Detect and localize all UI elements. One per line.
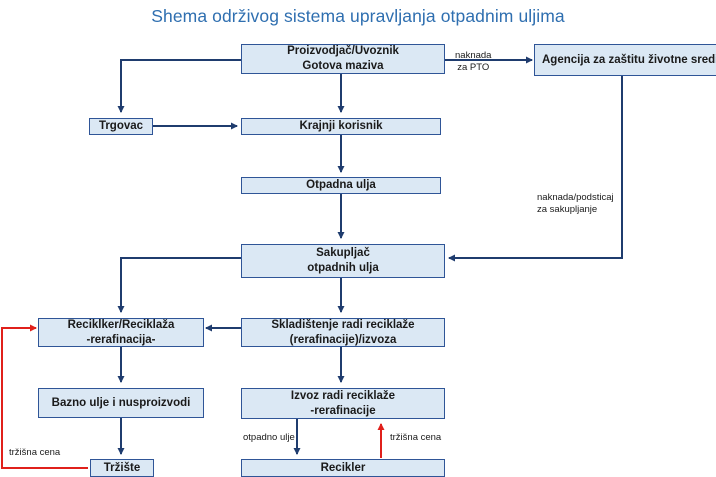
- node-producer: Proizvodjač/Uvoznik Gotova maziva: [241, 44, 445, 74]
- node-waste-oil: Otpadna ulja: [241, 177, 441, 194]
- label-fee-subsidy-line1: naknada/podsticaj: [537, 192, 614, 203]
- node-market-line1: Tržište: [103, 461, 141, 474]
- arrow-market-price-left: [1, 324, 88, 469]
- label-fee-subsidy-line2: za sakupljanje: [537, 204, 598, 215]
- node-recycler-line1: Recikler: [320, 461, 366, 474]
- node-recycler-refining-line1: Reciklker/Reciklaža: [67, 318, 175, 331]
- label-fee-pto-line1: naknada: [455, 50, 492, 61]
- arrow-collector-to-recycler-refining: [117, 257, 241, 313]
- label-market-price-left-text: tržišna cena: [9, 447, 61, 458]
- node-export-line1: Izvoz radi reciklaže: [290, 389, 396, 402]
- label-fee-subsidy: naknada/podsticaj za sakupljanje: [537, 192, 614, 216]
- diagram-title: Shema održivog sistema upravljanja otpad…: [151, 6, 565, 26]
- node-export: Izvoz radi reciklaže -rerafinacije: [241, 388, 445, 419]
- node-producer-line1: Proizvodjač/Uvoznik: [287, 45, 399, 57]
- node-collector-line2: otpadnih ulja: [307, 262, 379, 274]
- node-recycler-refining: Reciklker/Reciklaža -rerafinacija-: [38, 318, 204, 347]
- node-agency-line1: Agencija za zaštitu životne sredine: [542, 53, 716, 66]
- label-waste-oil-flow: otpadno ulje: [243, 432, 295, 444]
- node-trader: Trgovac: [89, 118, 153, 135]
- label-waste-oil-flow-text: otpadno ulje: [243, 432, 295, 443]
- node-storage-line2: (rerafinacije)/izvoza: [289, 333, 397, 346]
- node-collector-line1: Sakupljač: [316, 247, 370, 259]
- node-end-user-line1: Krajnji korisnik: [299, 120, 383, 132]
- node-base-oil-line1: Bazno ulje i nusproizvodi: [51, 396, 191, 409]
- node-agency: Agencija za zaštitu životne sredine: [534, 44, 716, 76]
- label-market-price-right-text: tržišna cena: [390, 432, 442, 443]
- node-storage-line1: Skladištenje radi reciklaže: [271, 318, 415, 331]
- label-fee-pto-line2: za PTO: [457, 62, 490, 73]
- node-recycler: Recikler: [241, 459, 445, 477]
- label-market-price-right: tržišna cena: [390, 432, 441, 444]
- arrow-producer-to-trader: [117, 59, 241, 113]
- node-end-user: Krajnji korisnik: [241, 118, 441, 135]
- node-base-oil: Bazno ulje i nusproizvodi: [38, 388, 204, 418]
- node-collector: Sakupljač otpadnih ulja: [241, 244, 445, 278]
- node-trader-line1: Trgovac: [98, 120, 144, 132]
- label-market-price-left: tržišna cena: [9, 447, 60, 459]
- label-fee-pto: naknada za PTO: [455, 50, 491, 74]
- node-recycler-refining-line2: -rerafinacija-: [86, 333, 156, 346]
- node-waste-oil-line1: Otpadna ulja: [306, 179, 376, 191]
- arrow-agency-to-collector: [448, 76, 623, 262]
- node-export-line2: -rerafinacije: [310, 404, 376, 417]
- node-producer-line2: Gotova maziva: [302, 60, 384, 72]
- node-market: Tržište: [90, 459, 154, 477]
- node-storage: Skladištenje radi reciklaže (rerafinacij…: [241, 318, 445, 347]
